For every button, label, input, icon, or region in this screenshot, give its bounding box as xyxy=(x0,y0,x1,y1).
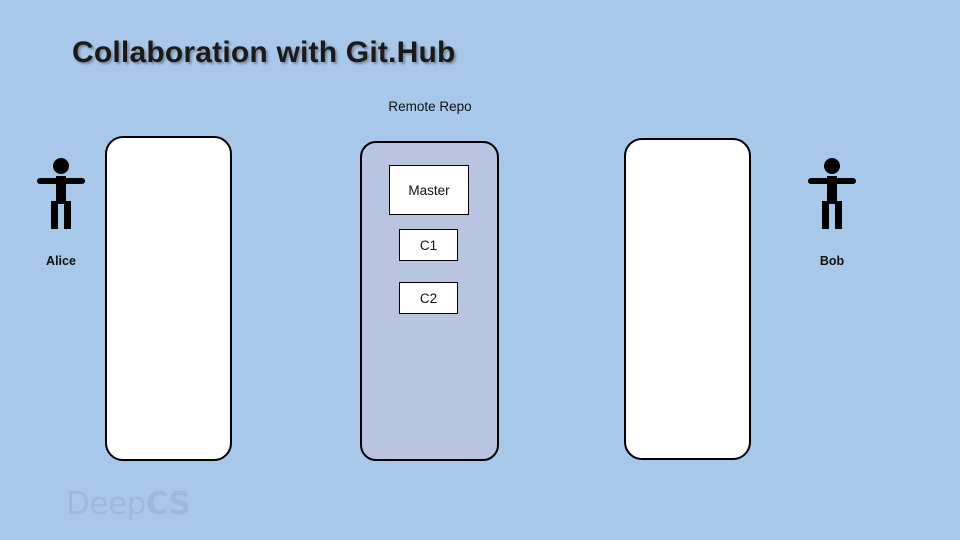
person-icon xyxy=(31,155,91,235)
bob-repo-panel xyxy=(624,138,751,460)
logo-text-deep: Deep xyxy=(66,486,146,522)
person-label-alice: Alice xyxy=(46,254,76,268)
logo-text-cs: CS xyxy=(145,486,191,522)
deepcs-logo: DeepCS xyxy=(66,486,191,522)
alice-repo-panel xyxy=(105,136,232,461)
person-label-bob: Bob xyxy=(819,254,845,268)
commit-box-c2: C2 xyxy=(399,282,458,314)
remote-repo-label: Remote Repo xyxy=(388,99,472,114)
person-icon xyxy=(802,155,862,235)
commit-box-c1: C1 xyxy=(399,229,458,261)
page-title: Collaboration with Git.Hub xyxy=(72,36,456,69)
commit-box-master: Master xyxy=(389,165,469,215)
